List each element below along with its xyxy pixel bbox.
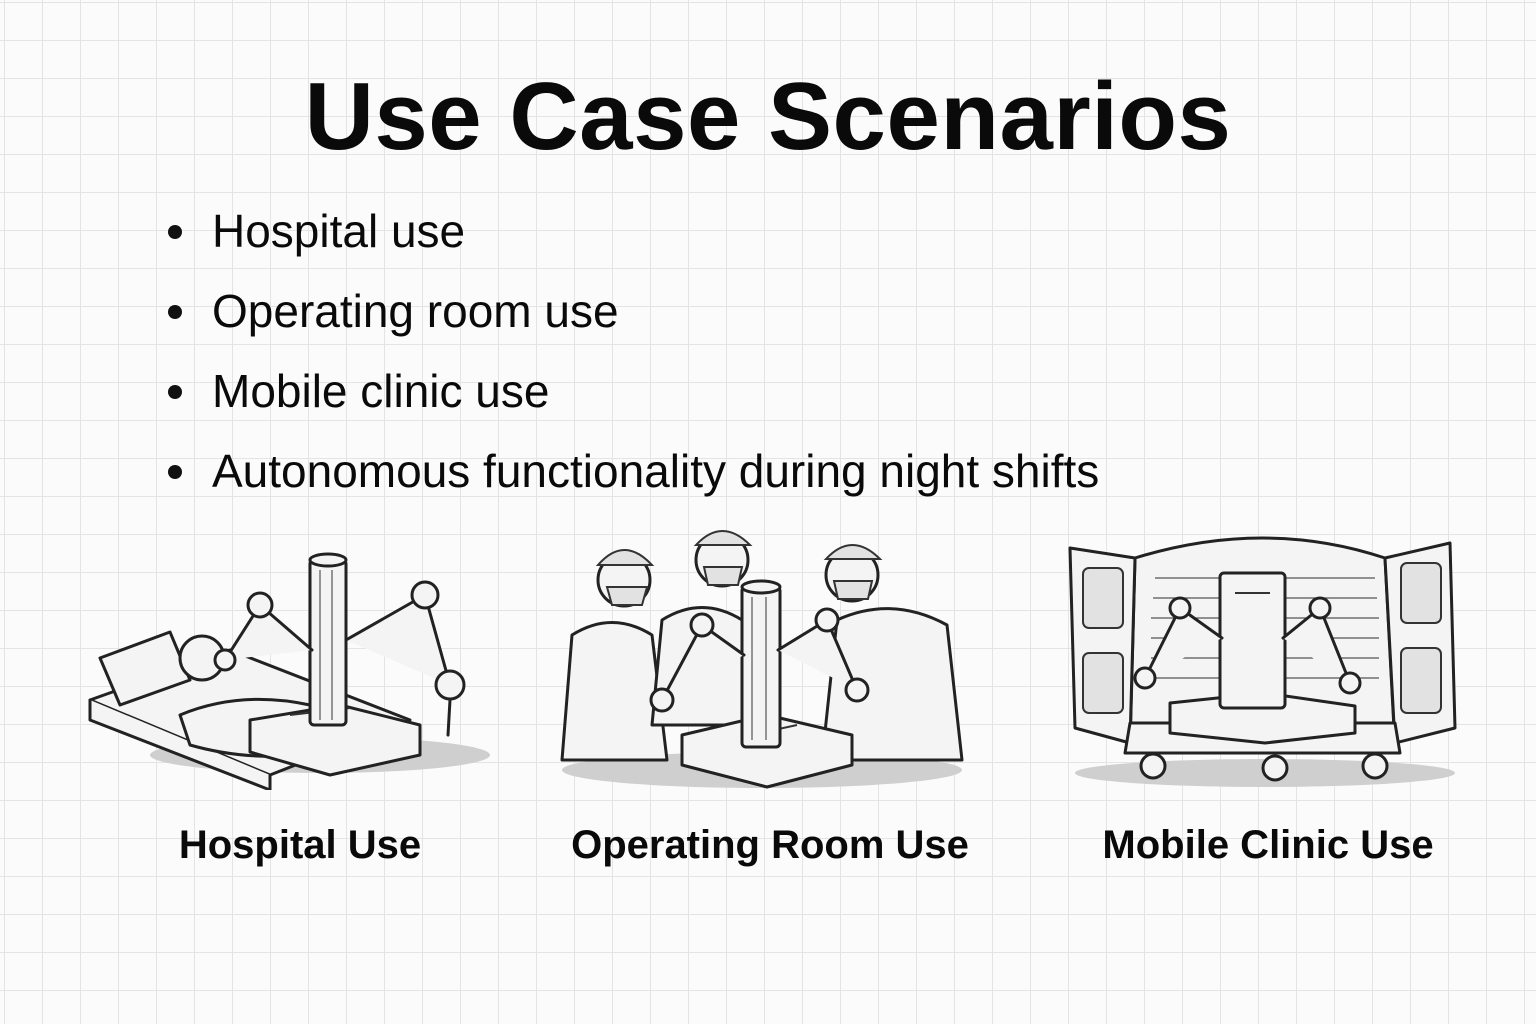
bullet-icon bbox=[168, 305, 182, 319]
scenario-bullet-list: Hospital use Operating room use Mobile c… bbox=[166, 200, 1099, 520]
bullet-item: Hospital use bbox=[166, 200, 1099, 280]
page-title: Use Case Scenarios bbox=[304, 63, 1232, 170]
hospital-bed-robot-illustration bbox=[88, 552, 490, 790]
bullet-icon bbox=[168, 225, 182, 239]
van-robot-illustration bbox=[1068, 536, 1457, 787]
bullet-icon bbox=[168, 465, 182, 479]
operating-room-use-caption: Operating Room Use bbox=[571, 823, 969, 867]
hospital-use-caption: Hospital Use bbox=[178, 823, 422, 867]
mobile-clinic-use-caption: Mobile Clinic Use bbox=[1102, 823, 1434, 867]
bullet-item: Mobile clinic use bbox=[166, 360, 1099, 440]
bullet-icon bbox=[168, 385, 182, 399]
bullet-item: Operating room use bbox=[166, 280, 1099, 360]
bullet-item: Autonomous functionality during night sh… bbox=[166, 440, 1099, 520]
surgeons-robot-illustration bbox=[560, 530, 964, 789]
